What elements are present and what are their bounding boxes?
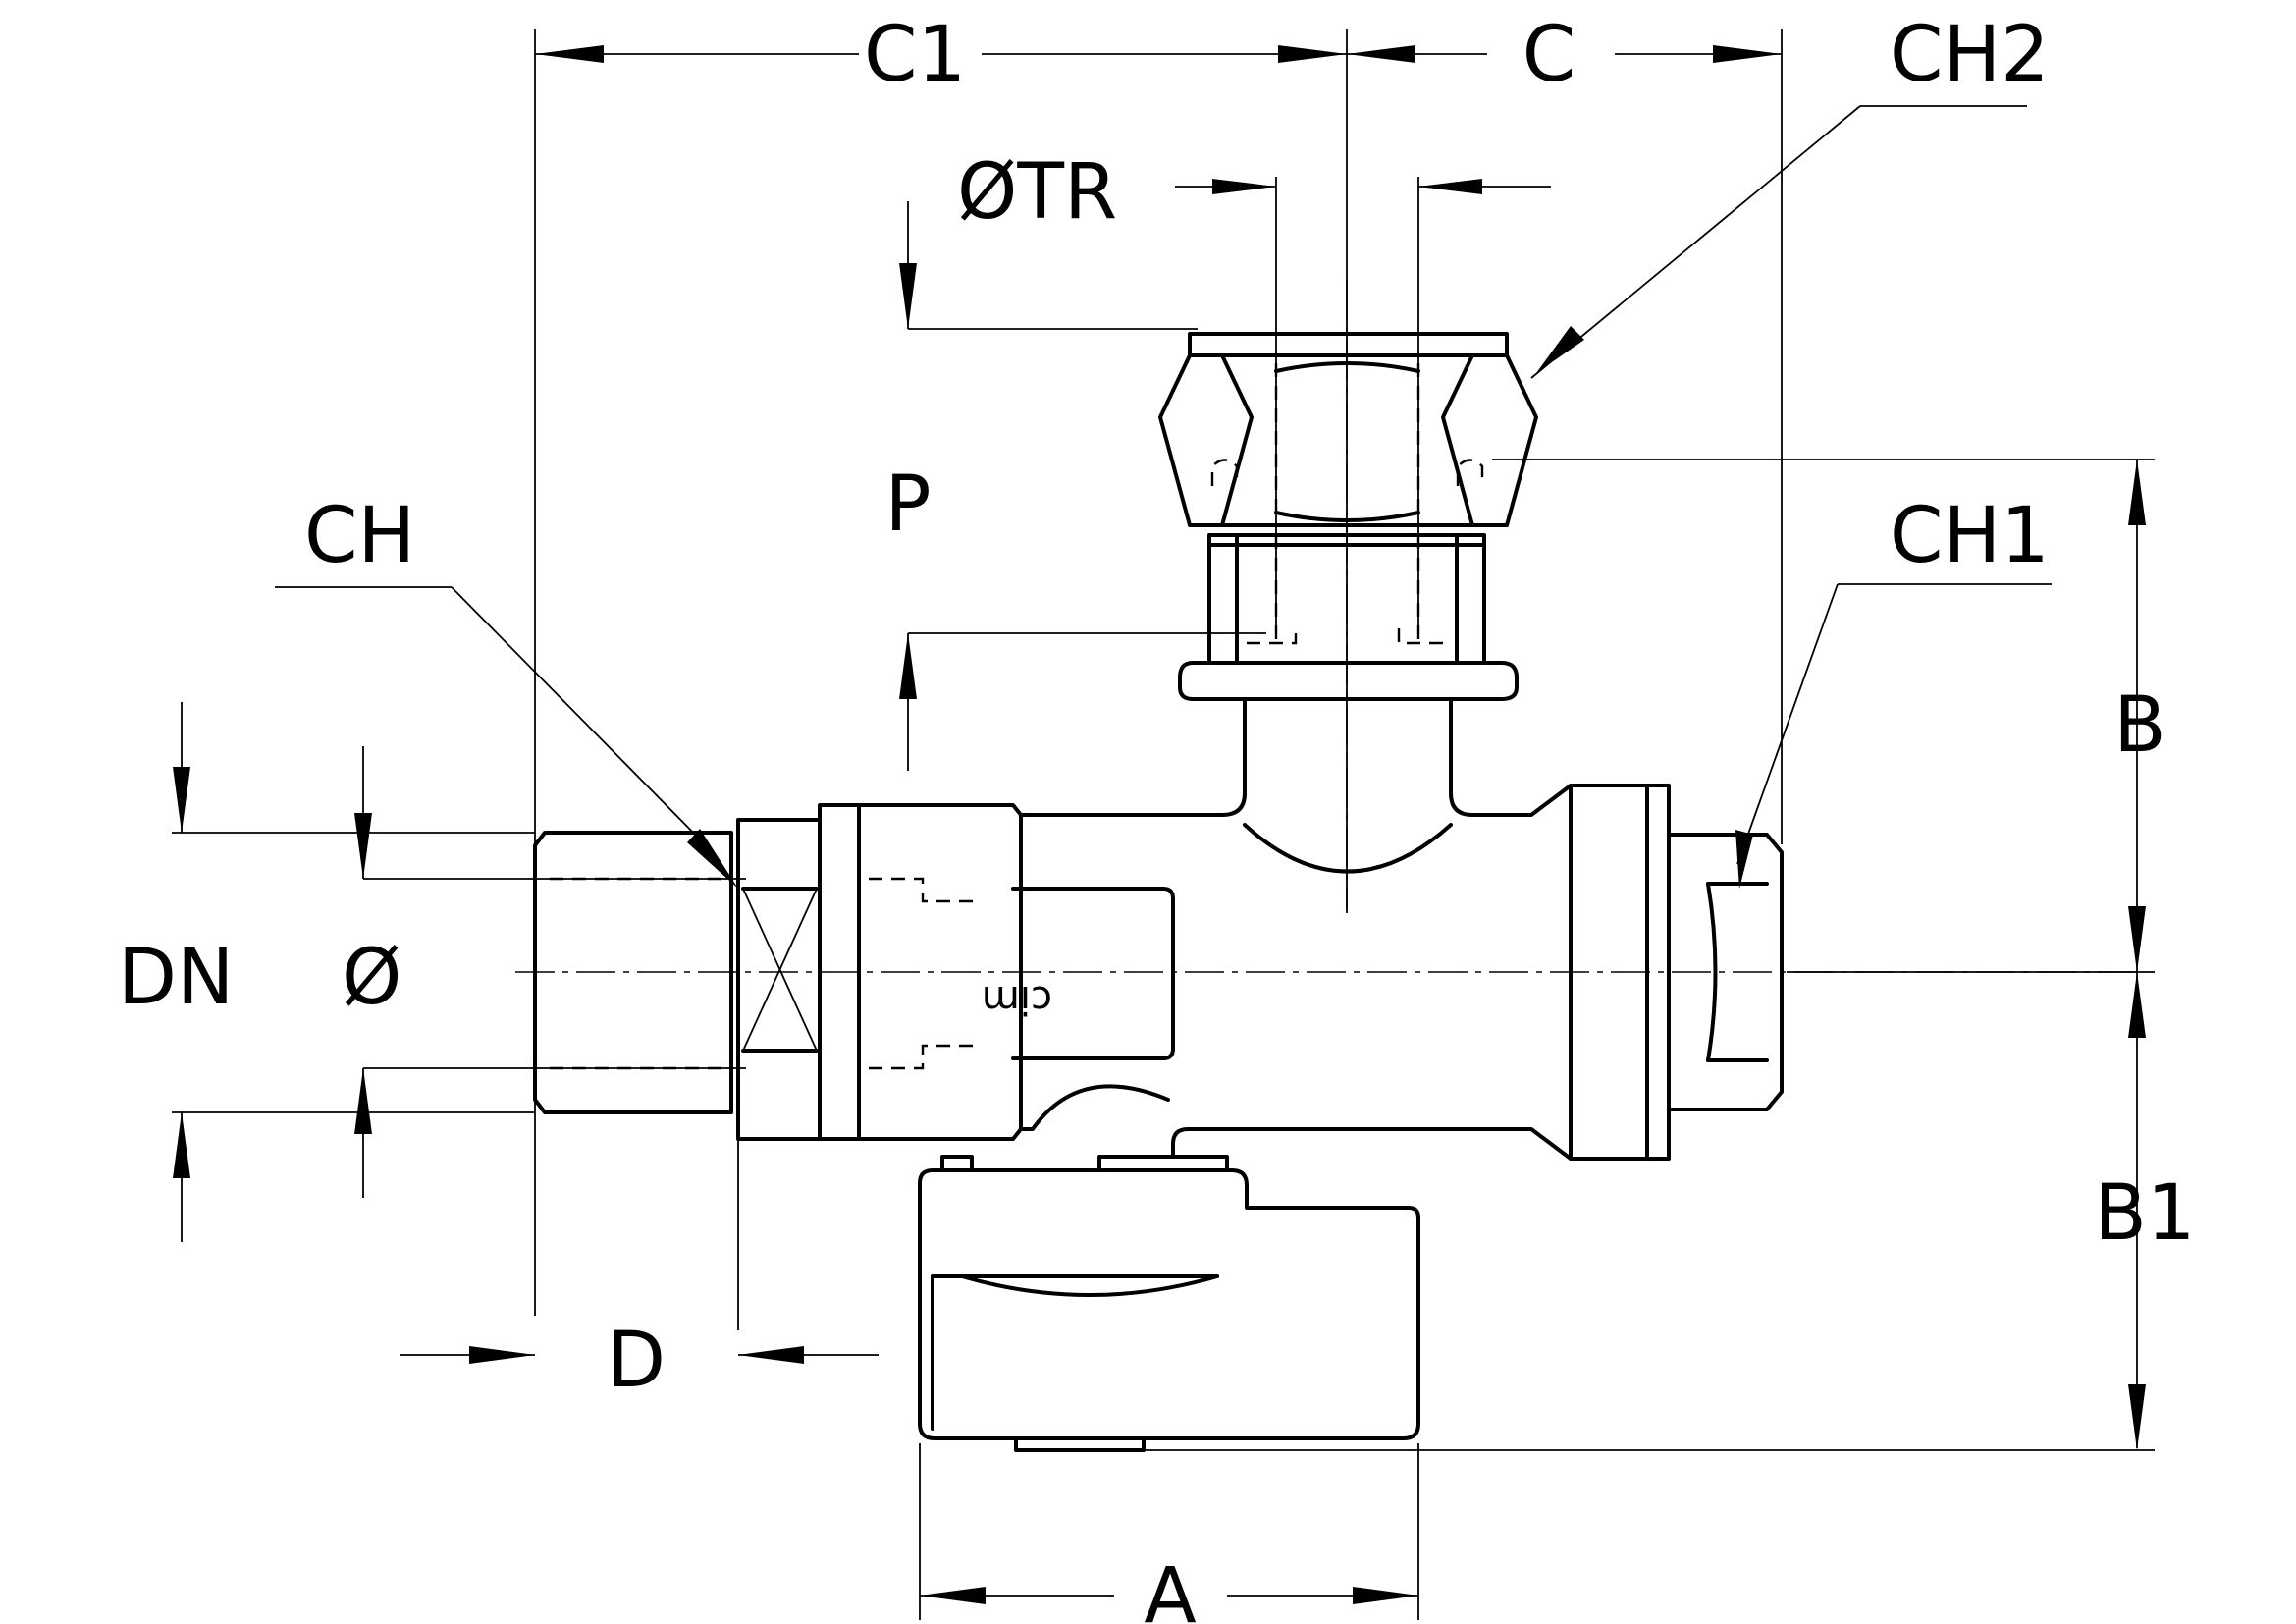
center-lines (515, 280, 2135, 973)
valve-body: cim (533, 332, 1784, 1452)
label-b1: B1 (2094, 1169, 2195, 1258)
label-dn: DN (118, 934, 234, 1022)
label-c1: C1 (864, 11, 966, 99)
label-ch: CH (304, 492, 415, 580)
dimension-arrows (173, 45, 2146, 1604)
brand-mark: cim (982, 977, 1052, 1022)
dimension-lines (172, 29, 2155, 1620)
label-dia: Ø (342, 934, 401, 1022)
label-c: C (1522, 11, 1575, 99)
label-p: P (884, 460, 931, 549)
label-ch1: CH1 (1890, 492, 2050, 580)
label-a: A (1144, 1552, 1196, 1624)
dimension-labels: C1 C CH2 ØTR P CH CH1 B DN Ø B1 D A (118, 11, 2196, 1624)
label-d: D (607, 1317, 666, 1405)
label-otr: ØTR (957, 148, 1117, 237)
label-b: B (2113, 681, 2166, 770)
label-ch2: CH2 (1890, 11, 2050, 99)
